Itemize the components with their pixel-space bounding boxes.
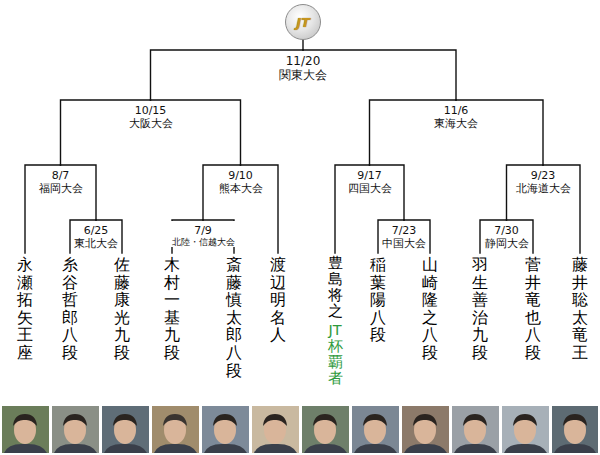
player-column: 山崎隆之八段 [422, 256, 438, 362]
player-name: 斎藤慎太郎八段 [226, 256, 242, 379]
match-venue: 大阪大会 [129, 117, 173, 130]
photo [52, 406, 99, 453]
player-name: 渡辺明名人 [270, 256, 286, 344]
player-column: 稲葉陽八段 [370, 256, 386, 344]
player-column: 藤井聡太竜王 [572, 256, 588, 362]
player-column: 斎藤慎太郎八段 [226, 256, 242, 379]
match-label: 8/7福岡大会 [37, 166, 85, 195]
match-venue: 東海大会 [434, 117, 478, 130]
photo [402, 406, 449, 453]
match-venue: 福岡大会 [39, 182, 83, 195]
match-venue: 東北大会 [74, 237, 118, 250]
player-column: 木村一基九段 [164, 256, 180, 362]
match-label: 9/17四国大会 [346, 166, 394, 195]
player-name: 藤井聡太竜王 [572, 256, 588, 362]
match-venue: 北陸・信越大会 [172, 237, 235, 247]
match-date: 9/17 [348, 169, 392, 182]
player-column: 豊島将之 JT杯覇者 [328, 256, 343, 387]
match-venue: 四国大会 [348, 182, 392, 195]
match-date: 11/6 [434, 104, 478, 117]
match-date: 7/30 [485, 224, 529, 237]
match-venue: 中国大会 [382, 237, 426, 250]
match-label: 9/10熊本大会 [217, 166, 265, 195]
match-date: 9/23 [516, 169, 571, 182]
match-date: 9/10 [219, 169, 263, 182]
photo [2, 406, 49, 453]
match-date: 10/15 [129, 104, 173, 117]
match-label: 11/6東海大会 [432, 101, 480, 130]
match-date: 8/7 [39, 169, 83, 182]
player-column: 糸谷哲郎八段 [62, 256, 78, 362]
match-label: 7/23中国大会 [380, 221, 428, 250]
photo [152, 406, 199, 453]
match-venue: 静岡大会 [485, 237, 529, 250]
player-name: 佐藤康光九段 [114, 256, 130, 362]
match-venue: 関東大会 [279, 68, 327, 82]
player-name: 羽生善治九段 [472, 256, 488, 362]
photo [302, 406, 349, 453]
match-label: 6/25東北大会 [72, 221, 120, 250]
trophy-logo: JT [285, 4, 321, 40]
photo [352, 406, 399, 453]
match-date: 6/25 [74, 224, 118, 237]
player-name: 永瀬拓矢王座 [17, 256, 33, 362]
player-name: 稲葉陽八段 [370, 256, 386, 344]
player-column: 菅井竜也八段 [525, 256, 541, 362]
player-name: 豊島将之 [328, 256, 343, 320]
player-column: 渡辺明名人 [270, 256, 286, 344]
match-label: 11/20関東大会 [277, 51, 329, 83]
match-venue: 北海道大会 [516, 182, 571, 195]
match-venue: 熊本大会 [219, 182, 263, 195]
photo [502, 406, 549, 453]
photo [452, 406, 499, 453]
photo [202, 406, 249, 453]
match-label: 7/30静岡大会 [483, 221, 531, 250]
match-label: 9/23北海道大会 [514, 166, 573, 195]
photo [102, 406, 149, 453]
player-name: 糸谷哲郎八段 [62, 256, 78, 362]
bracket-line [302, 40, 303, 50]
player-name: 木村一基九段 [164, 256, 180, 362]
match-label: 7/9北陸・信越大会 [170, 221, 237, 247]
match-label: 10/15大阪大会 [127, 101, 175, 130]
title-holder-note: JT杯覇者 [328, 323, 343, 387]
player-name: 菅井竜也八段 [525, 256, 541, 362]
photo [552, 406, 598, 453]
logo-text: JT [296, 16, 310, 29]
match-date: 7/9 [172, 224, 235, 237]
match-date: 7/23 [382, 224, 426, 237]
player-name: 山崎隆之八段 [422, 256, 438, 362]
photo [252, 406, 299, 453]
player-column: 永瀬拓矢王座 [17, 256, 33, 362]
match-date: 11/20 [279, 54, 327, 68]
player-column: 佐藤康光九段 [114, 256, 130, 362]
player-column: 羽生善治九段 [472, 256, 488, 362]
